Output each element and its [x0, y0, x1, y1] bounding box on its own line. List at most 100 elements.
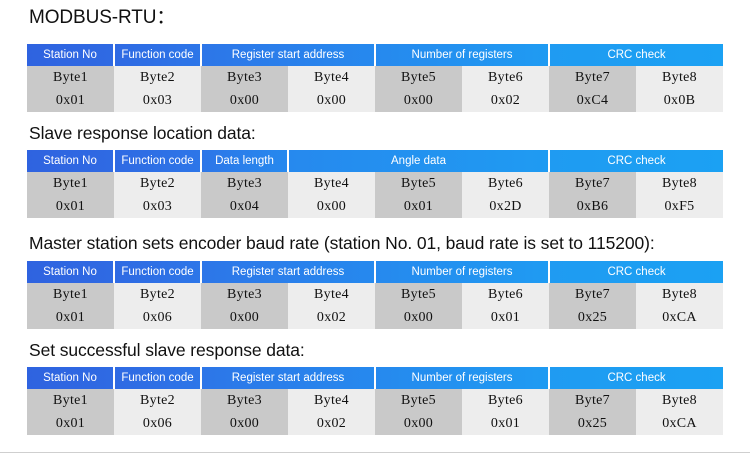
byte-value-cell: 0xCA [636, 412, 724, 435]
column-header-crc-check: CRC check [549, 261, 724, 283]
table-row-byte-values: 0x01 0x03 0x00 0x00 0x00 0x02 0xC4 0x0B [27, 89, 724, 112]
byte-label-cell: Byte7 [549, 283, 637, 306]
table-slave-response-location: Station No Function code Data length Ang… [0, 150, 750, 218]
byte-label-cell: Byte1 [27, 172, 114, 195]
section-heading: Slave response location data: [29, 123, 256, 143]
byte-value-cell: 0x02 [288, 412, 375, 435]
column-header-crc-check: CRC check [549, 367, 724, 389]
byte-value-cell: 0x01 [462, 306, 550, 329]
byte-value-cell: 0x01 [27, 195, 114, 218]
byte-value-cell: 0x01 [27, 412, 114, 435]
byte-label-cell: Byte7 [549, 389, 637, 412]
table-row-byte-labels: Byte1 Byte2 Byte3 Byte4 Byte5 Byte6 Byte… [27, 172, 723, 195]
section-heading: Set successful slave response data: [29, 340, 305, 360]
byte-label-cell: Byte8 [636, 66, 724, 89]
byte-label-cell: Byte1 [27, 283, 114, 306]
table-set-success-response: Station No Function code Register start … [0, 367, 750, 435]
byte-value-cell: 0x00 [201, 89, 288, 112]
byte-label-cell: Byte7 [549, 66, 637, 89]
byte-label-cell: Byte5 [375, 283, 462, 306]
table-modbus-rtu-request: Station No Function code Register start … [0, 44, 750, 112]
protocol-frame-table: Station No Function code Register start … [27, 44, 724, 112]
byte-label-cell: Byte8 [636, 283, 724, 306]
table-header-row: Station No Function code Register start … [27, 261, 724, 283]
section-heading: Master station sets encoder baud rate (s… [29, 233, 655, 253]
byte-label-cell: Byte8 [636, 172, 723, 195]
table-row-byte-values: 0x01 0x06 0x00 0x02 0x00 0x01 0x25 0xCA [27, 412, 724, 435]
byte-value-cell: 0x02 [288, 306, 375, 329]
byte-value-cell: 0x01 [27, 89, 114, 112]
byte-value-cell: 0x2D [462, 195, 549, 218]
byte-label-cell: Byte6 [462, 66, 550, 89]
protocol-frame-table: Station No Function code Register start … [27, 261, 724, 329]
table-row-byte-values: 0x01 0x03 0x04 0x00 0x01 0x2D 0xB6 0xF5 [27, 195, 723, 218]
byte-label-cell: Byte2 [114, 283, 201, 306]
section-modbus-rtu: MODBUS-RTU： [0, 8, 750, 27]
byte-label-cell: Byte6 [462, 172, 549, 195]
byte-value-cell: 0x04 [201, 195, 288, 218]
byte-value-cell: 0x00 [288, 195, 375, 218]
byte-value-cell: 0xB6 [549, 195, 636, 218]
byte-value-cell: 0xCA [636, 306, 724, 329]
byte-label-cell: Byte4 [288, 66, 375, 89]
table-row-byte-labels: Byte1 Byte2 Byte3 Byte4 Byte5 Byte6 Byte… [27, 389, 724, 412]
byte-value-cell: 0xF5 [636, 195, 723, 218]
column-header-function-code: Function code [114, 44, 202, 66]
byte-label-cell: Byte2 [114, 389, 201, 412]
column-header-station-no: Station No [27, 44, 115, 66]
column-header-function-code: Function code [114, 150, 202, 172]
table-row-byte-labels: Byte1 Byte2 Byte3 Byte4 Byte5 Byte6 Byte… [27, 66, 724, 89]
column-header-number-of-registers: Number of registers [375, 367, 551, 389]
column-header-function-code: Function code [114, 261, 202, 283]
byte-value-cell: 0x06 [114, 306, 201, 329]
byte-label-cell: Byte3 [201, 172, 288, 195]
byte-label-cell: Byte2 [114, 172, 201, 195]
byte-value-cell: 0x25 [549, 306, 637, 329]
column-header-function-code: Function code [114, 367, 202, 389]
protocol-frame-table: Station No Function code Data length Ang… [27, 150, 723, 218]
table-set-baud-rate-request: Station No Function code Register start … [0, 261, 750, 329]
byte-label-cell: Byte5 [375, 389, 462, 412]
section-heading: MODBUS-RTU： [29, 7, 176, 28]
byte-label-cell: Byte6 [462, 389, 550, 412]
table-row-byte-labels: Byte1 Byte2 Byte3 Byte4 Byte5 Byte6 Byte… [27, 283, 724, 306]
column-header-angle-data: Angle data [288, 150, 550, 172]
byte-label-cell: Byte5 [375, 172, 462, 195]
byte-value-cell: 0x01 [375, 195, 462, 218]
table-header-row: Station No Function code Register start … [27, 367, 724, 389]
column-header-crc-check: CRC check [549, 44, 724, 66]
byte-value-cell: 0x00 [375, 412, 462, 435]
byte-label-cell: Byte3 [201, 283, 288, 306]
column-header-station-no: Station No [27, 261, 115, 283]
table-header-row: Station No Function code Register start … [27, 44, 724, 66]
byte-value-cell: 0xC4 [549, 89, 637, 112]
section-set-baud-rate: Master station sets encoder baud rate (s… [0, 233, 750, 253]
byte-value-cell: 0x03 [114, 195, 201, 218]
table-header-row: Station No Function code Data length Ang… [27, 150, 723, 172]
page-divider-rule [0, 452, 750, 453]
table-row-byte-values: 0x01 0x06 0x00 0x02 0x00 0x01 0x25 0xCA [27, 306, 724, 329]
byte-label-cell: Byte4 [288, 283, 375, 306]
column-header-crc-check: CRC check [549, 150, 723, 172]
byte-value-cell: 0x02 [462, 89, 550, 112]
byte-value-cell: 0x06 [114, 412, 201, 435]
byte-value-cell: 0x01 [462, 412, 550, 435]
protocol-frame-table: Station No Function code Register start … [27, 367, 724, 435]
byte-value-cell: 0x01 [27, 306, 114, 329]
byte-label-cell: Byte8 [636, 389, 724, 412]
byte-label-cell: Byte3 [201, 66, 288, 89]
byte-label-cell: Byte5 [375, 66, 462, 89]
column-header-register-start-address: Register start address [201, 44, 376, 66]
section-slave-response-location: Slave response location data: [0, 123, 750, 143]
byte-label-cell: Byte2 [114, 66, 201, 89]
byte-label-cell: Byte1 [27, 389, 114, 412]
column-header-number-of-registers: Number of registers [375, 44, 551, 66]
section-set-success-response: Set successful slave response data: [0, 340, 750, 360]
byte-value-cell: 0x00 [288, 89, 375, 112]
column-header-register-start-address: Register start address [201, 261, 376, 283]
byte-value-cell: 0x00 [375, 306, 462, 329]
column-header-station-no: Station No [27, 150, 115, 172]
column-header-register-start-address: Register start address [201, 367, 376, 389]
byte-label-cell: Byte4 [288, 389, 375, 412]
